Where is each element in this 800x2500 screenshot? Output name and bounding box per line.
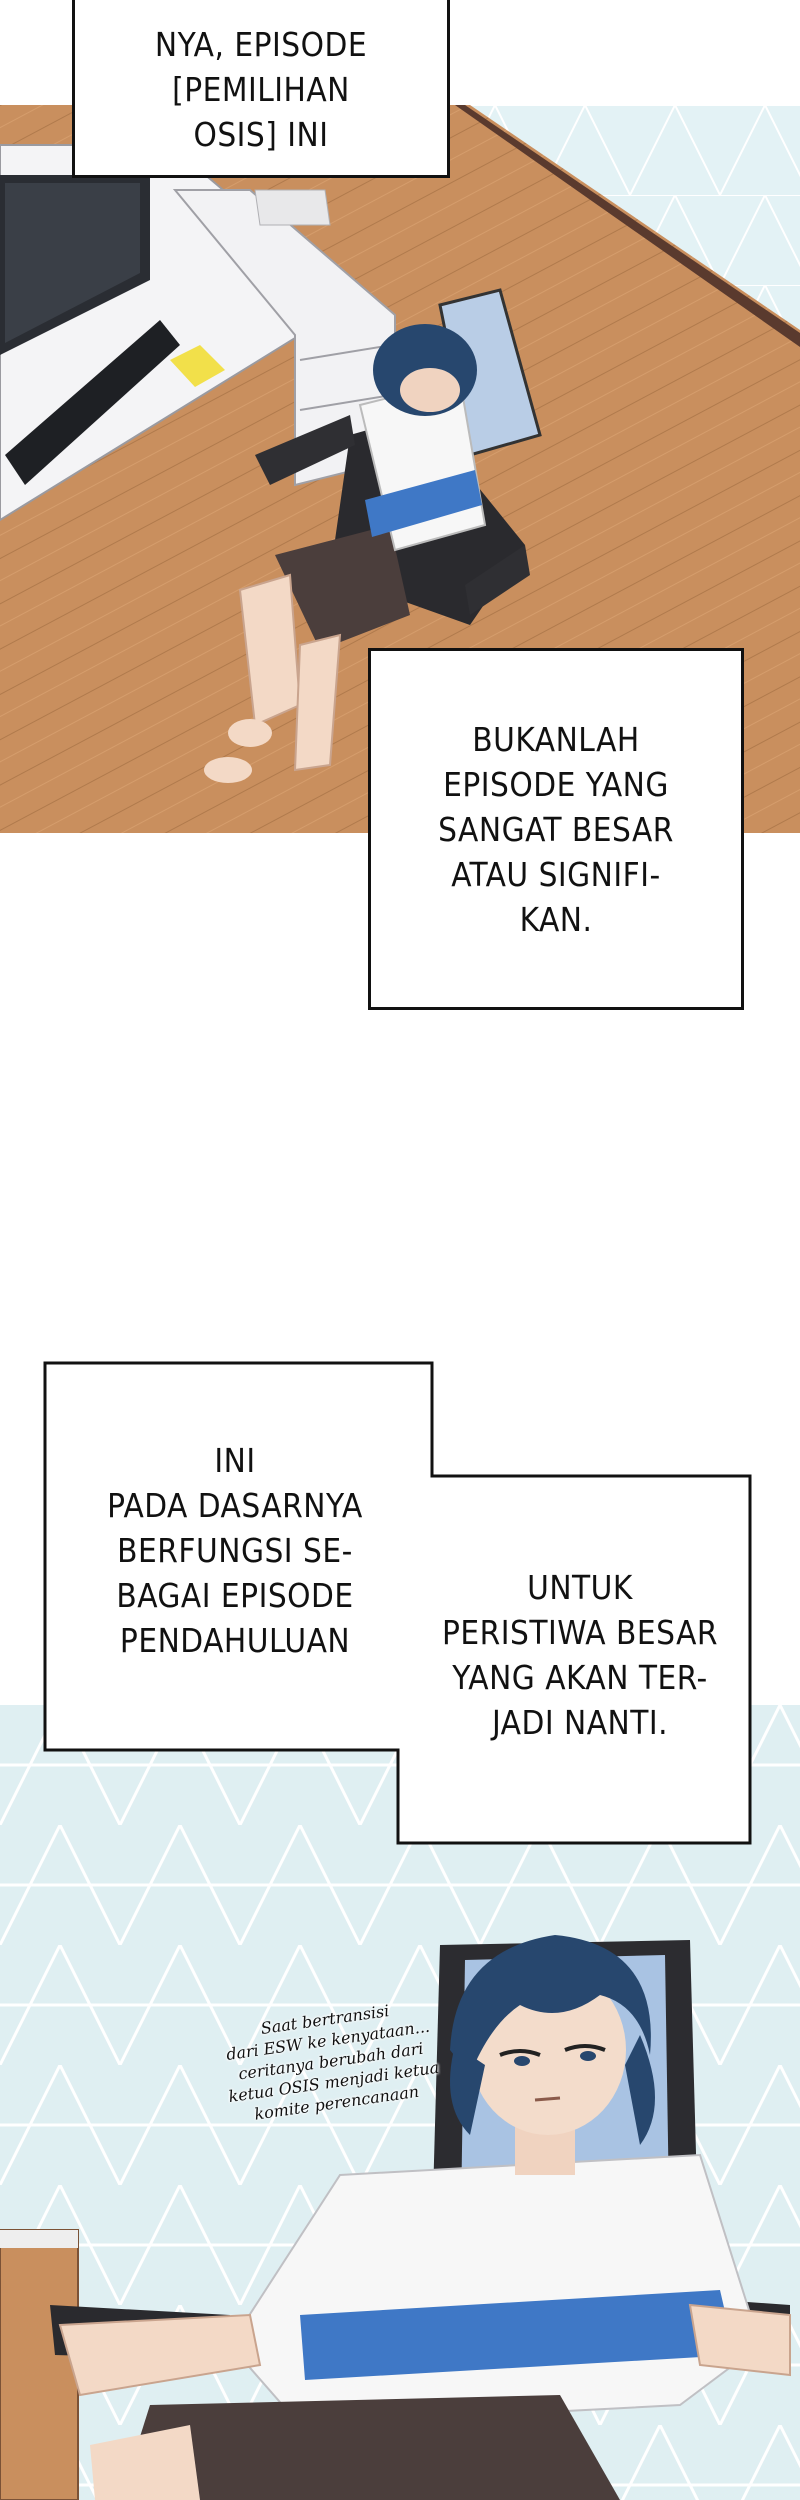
caption-line: SANGAT BESAR bbox=[438, 809, 674, 849]
caption-line: EPISODE YANG bbox=[443, 764, 669, 804]
caption-line: ATAU SIGNIFI- bbox=[451, 854, 661, 894]
room-overhead-art bbox=[0, 105, 800, 833]
caption-line: [PEMILIHAN bbox=[172, 69, 350, 109]
caption-line: BUKANLAH bbox=[472, 719, 640, 759]
panel-room-overhead bbox=[0, 105, 800, 833]
caption-box-middle: BUKANLAH EPISODE YANG SANGAT BESAR ATAU … bbox=[368, 648, 744, 1010]
caption-box-top: NYA, EPISODE [PEMILIHAN OSIS] INI bbox=[72, 0, 450, 178]
caption-line: BAGAI EPISODE bbox=[116, 1575, 354, 1615]
caption-box-lower-right: UNTUK PERISTIWA BESAR YANG AKAN TER- JAD… bbox=[405, 1545, 755, 1765]
caption-line: PERISTIWA BESAR bbox=[441, 1613, 719, 1652]
caption-line: JADI NANTI. bbox=[491, 1703, 669, 1742]
caption-combined-outline bbox=[43, 1361, 752, 1845]
caption-line: YANG AKAN TER- bbox=[452, 1658, 708, 1697]
caption-box-lower-left: INI PADA DASARNYA BERFUNGSI SE- BAGAI EP… bbox=[60, 1405, 410, 1695]
caption-line: OSIS] INI bbox=[193, 114, 329, 154]
caption-line: NYA, EPISODE bbox=[154, 24, 368, 64]
caption-line: PADA DASARNYA bbox=[107, 1485, 363, 1525]
caption-line: PENDAHULUAN bbox=[119, 1620, 351, 1660]
caption-line: KAN. bbox=[519, 899, 593, 939]
caption-line: UNTUK bbox=[527, 1568, 633, 1607]
caption-line: BERFUNGSI SE- bbox=[117, 1530, 353, 1570]
caption-line: INI bbox=[214, 1440, 256, 1480]
